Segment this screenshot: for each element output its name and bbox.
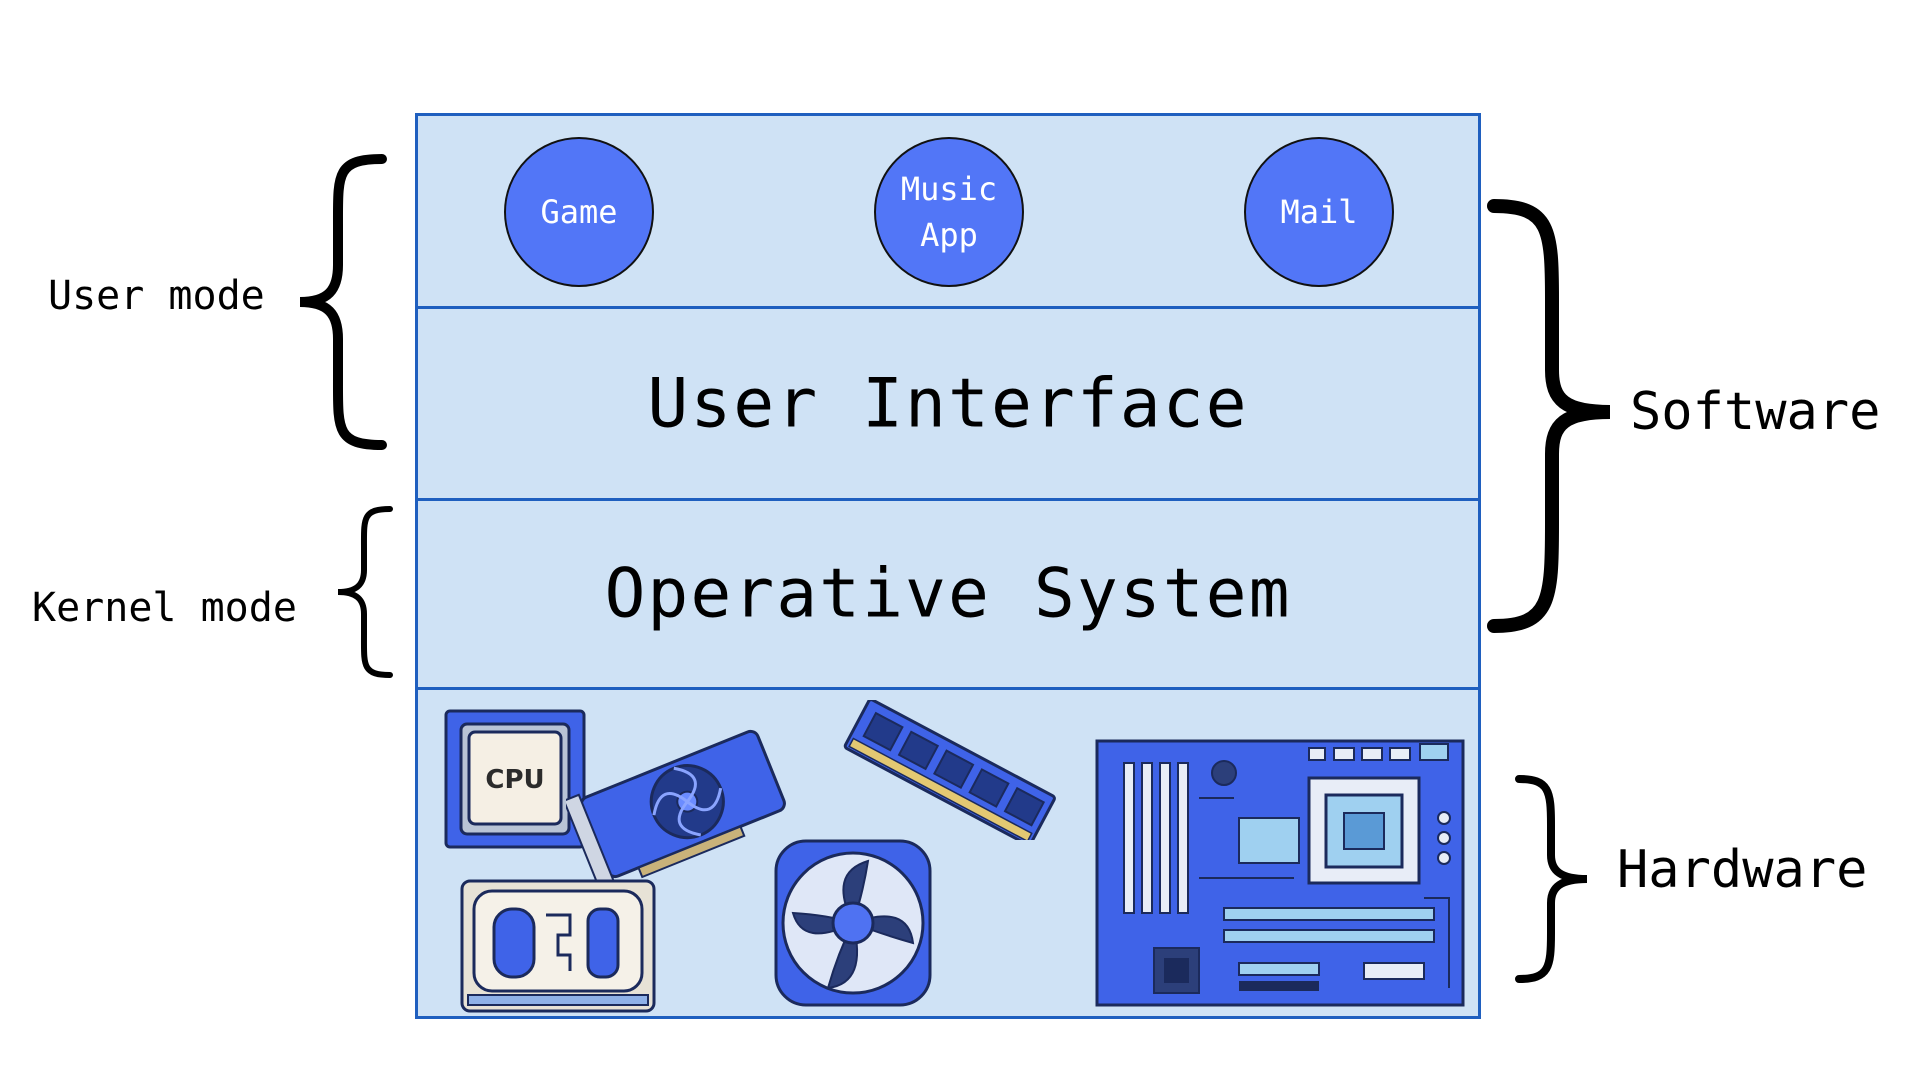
operative-system-label: Operative System — [604, 554, 1292, 634]
gpu-icon — [566, 729, 786, 891]
ram-icon — [843, 700, 1056, 840]
hardware-brace — [1515, 775, 1588, 983]
user-interface-label: User Interface — [647, 364, 1249, 443]
applications-layer: Game Music App Mail — [418, 116, 1478, 309]
user-interface-layer: User Interface — [418, 309, 1478, 501]
motherboard-icon — [1095, 739, 1465, 1007]
hard-drive-icon — [460, 879, 656, 1013]
fan-icon — [774, 839, 932, 1007]
cpu-icon: CPU — [444, 709, 586, 849]
app-game[interactable]: Game — [504, 137, 654, 287]
hardware-label: Hardware — [1617, 840, 1868, 900]
app-music[interactable]: Music App — [874, 137, 1024, 287]
user-mode-label: User mode — [48, 273, 265, 319]
system-stack: Game Music App Mail User Interface Opera… — [415, 113, 1481, 1019]
user-mode-brace — [299, 154, 387, 450]
kernel-mode-brace — [337, 506, 393, 678]
hardware-layer: CPU — [418, 690, 1478, 1016]
kernel-mode-label: Kernel mode — [32, 585, 297, 631]
software-label: Software — [1630, 382, 1881, 442]
app-mail[interactable]: Mail — [1244, 137, 1394, 287]
cpu-text: CPU — [485, 765, 544, 795]
operative-system-layer: Operative System — [418, 501, 1478, 690]
software-brace — [1487, 199, 1611, 633]
